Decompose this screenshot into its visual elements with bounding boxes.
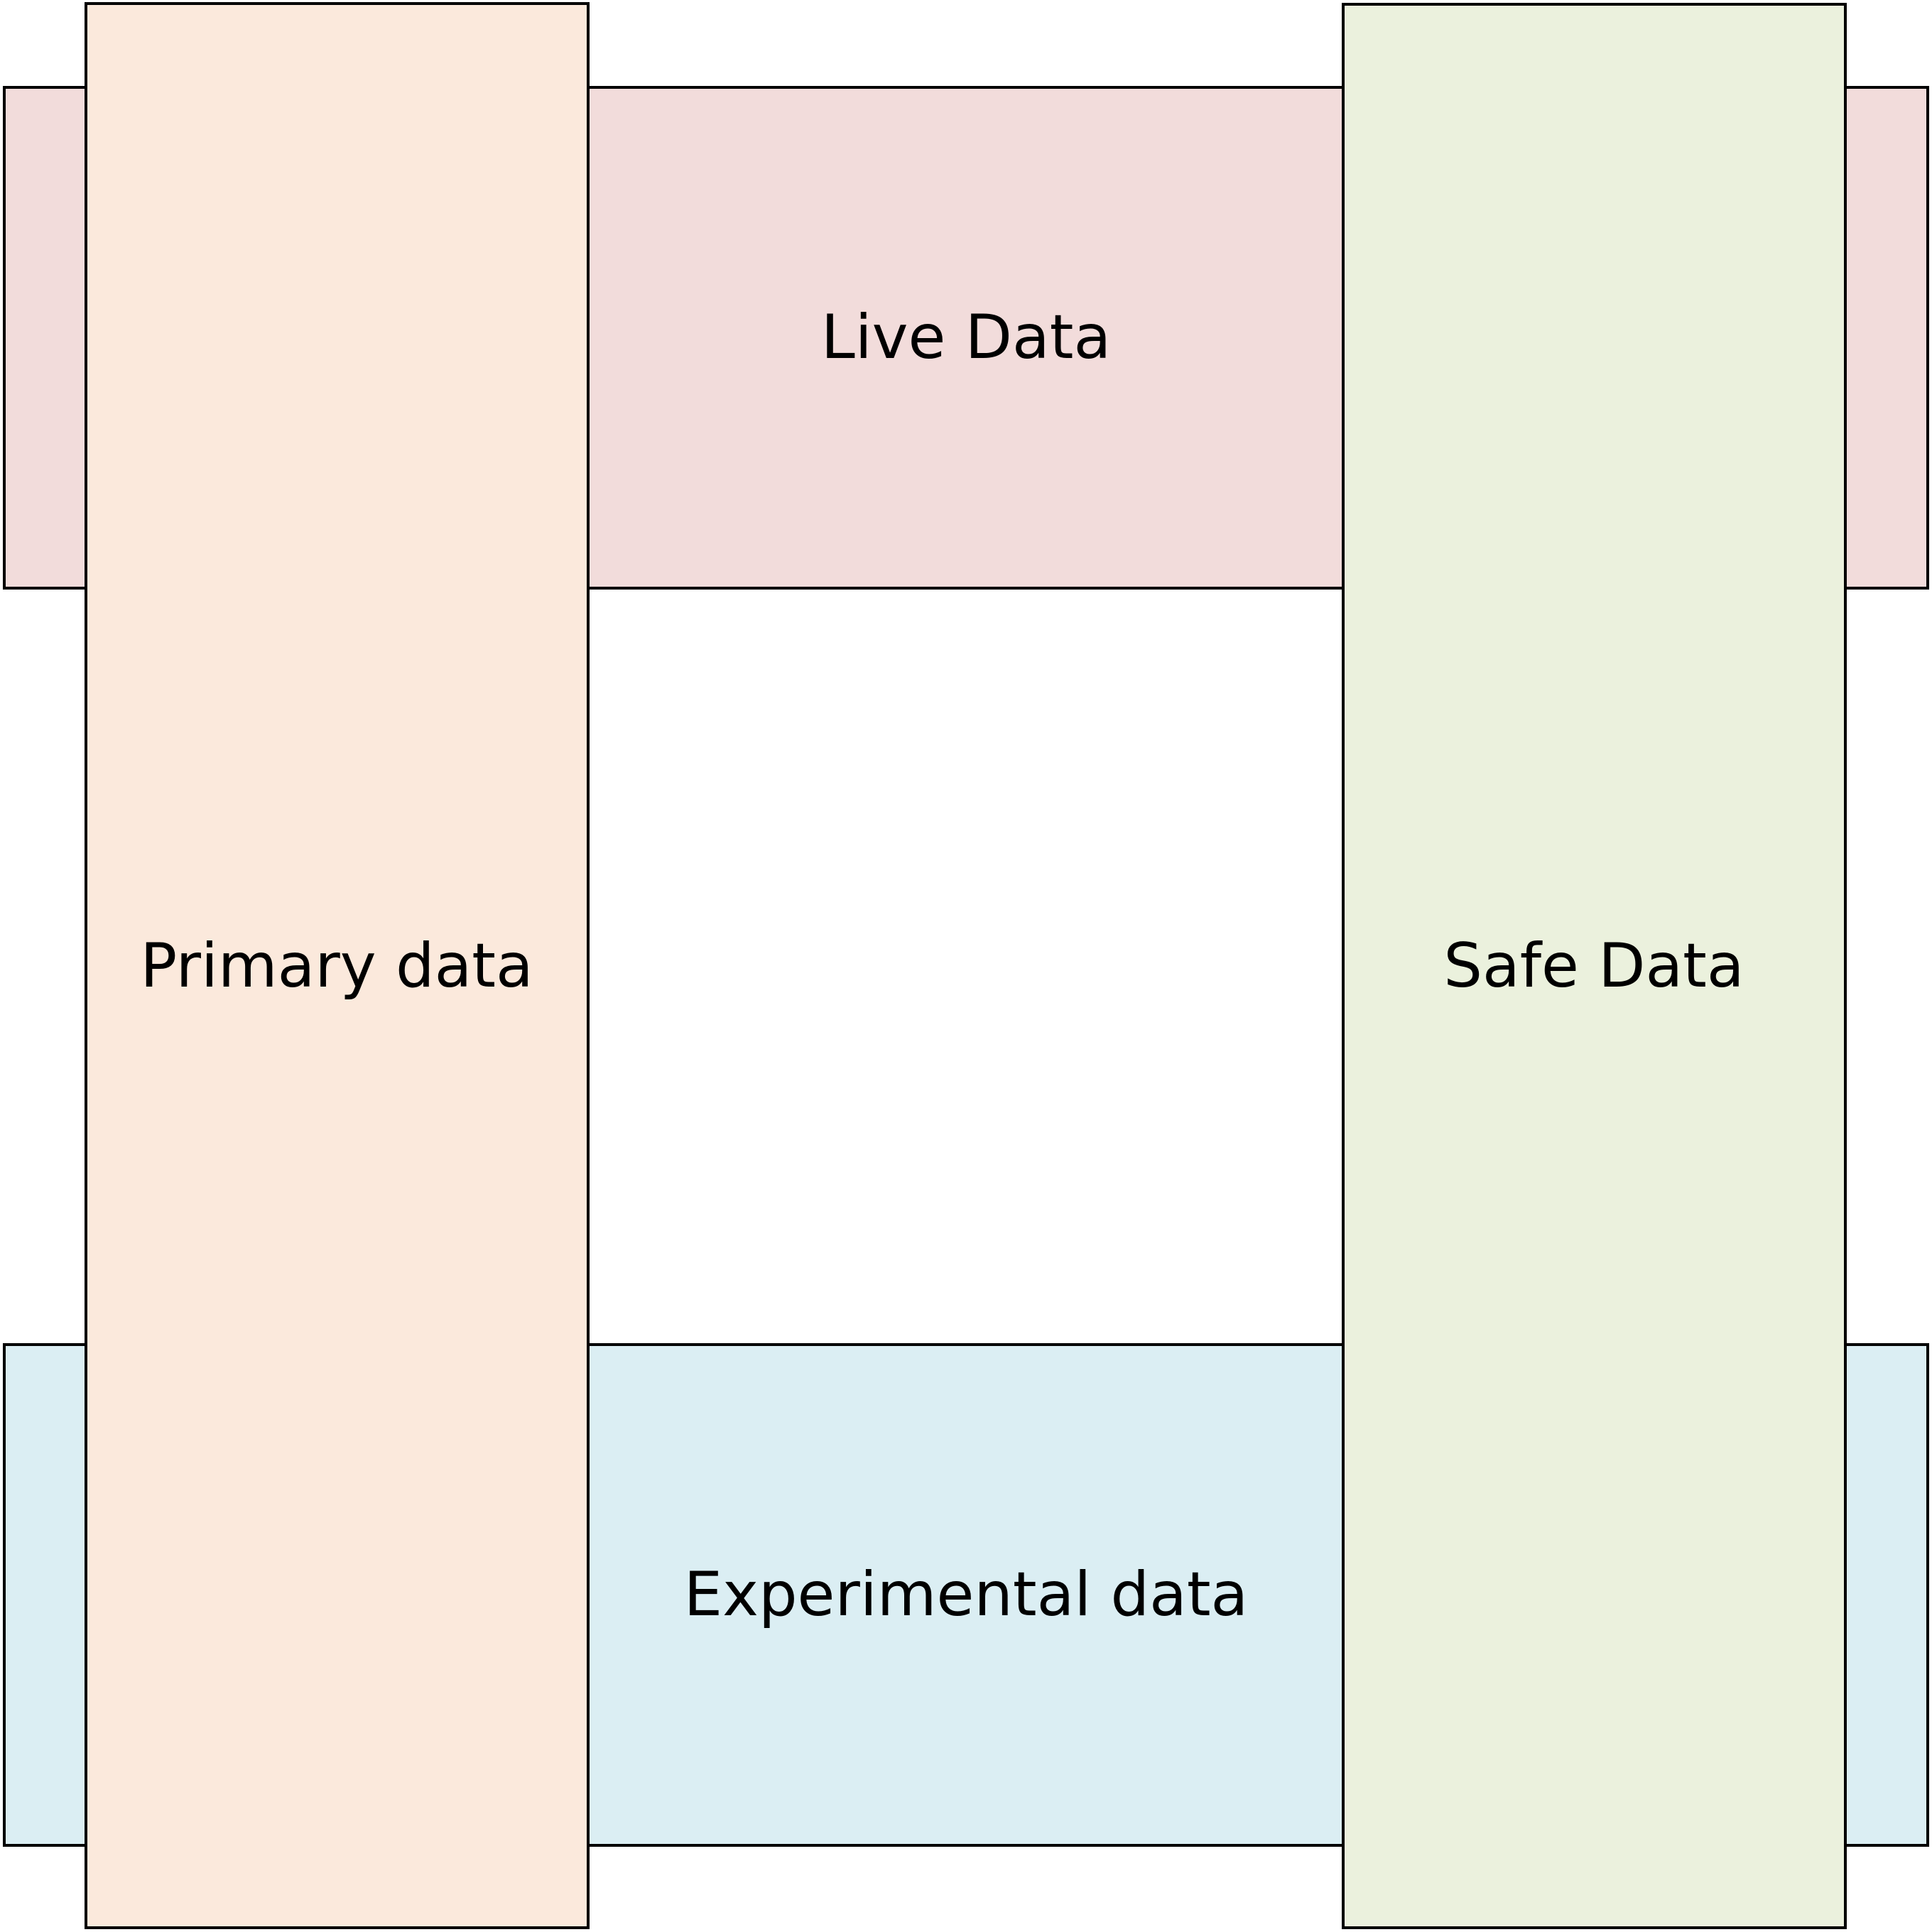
safe-data-label: Safe Data — [1443, 930, 1744, 1002]
experimental-data-label: Experimental data — [683, 1559, 1249, 1630]
safe-data-column — [1342, 3, 1847, 1929]
primary-data-column — [85, 2, 590, 1929]
live-data-label: Live Data — [820, 302, 1112, 373]
primary-data-label: Primary data — [140, 930, 533, 1002]
